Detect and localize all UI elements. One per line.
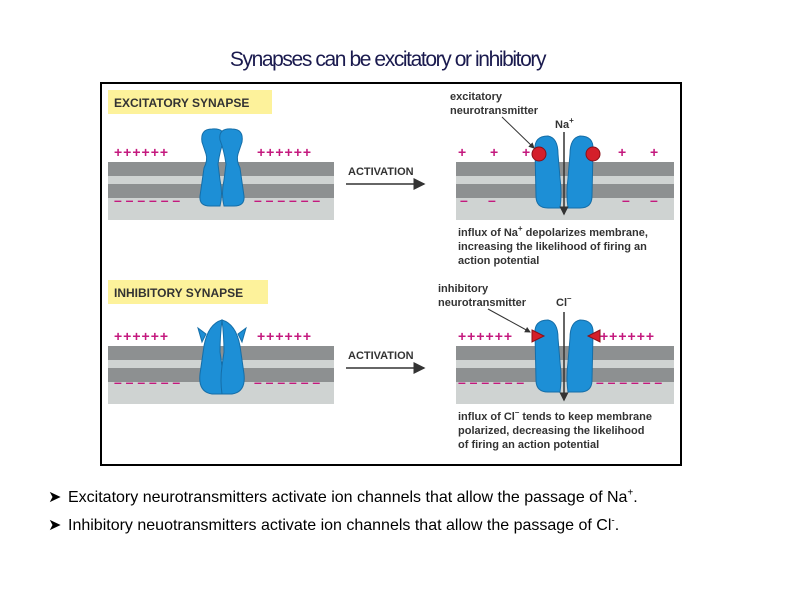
excitatory-nt-label-1: excitatory (450, 91, 503, 103)
bullet-text: Inhibitory neuotransmitters activate ion… (68, 517, 612, 534)
bullet-arrow-icon: ➤ (48, 489, 62, 506)
inhibitory-plus-right: ++++++ (257, 328, 312, 344)
inhibitory-neurotransmitter-right (586, 329, 601, 343)
bullet-end: . (633, 489, 638, 506)
synapse-figure: EXCITATORY SYNAPSE ++++++ ++++++ – – – –… (100, 82, 682, 466)
excitatory-plus-left: ++++++ (114, 144, 169, 160)
inhibitory-channel-open (534, 319, 594, 393)
slide-title: Synapses can be excitatory or inhibitory (229, 48, 547, 71)
excitatory-after-plus-2: + (490, 144, 498, 160)
synapse-diagram: EXCITATORY SYNAPSE ++++++ ++++++ – – – –… (108, 90, 674, 451)
excitatory-after-charges: + + + + + – – – – (458, 144, 658, 208)
inhibitory-after-plus-right: ++++++ (600, 328, 655, 344)
excitatory-activation-label: ACTIVATION (348, 166, 414, 178)
excitatory-header: EXCITATORY SYNAPSE (114, 96, 249, 110)
inhibitory-ion: Cl– (556, 294, 572, 309)
bullet-end: . (614, 517, 620, 534)
excitatory-nt-label-2: neurotransmitter (450, 105, 539, 117)
excitatory-ion: Na+ (555, 116, 574, 131)
excitatory-minus-right: – – – – – – (254, 192, 320, 208)
inhibitory-neurotransmitter-left (531, 329, 546, 343)
bullet-list: ➤ Excitatory neurotransmitters activate i… (48, 484, 788, 540)
inhibitory-nt-pointer (487, 308, 531, 333)
excitatory-neurotransmitter-right (585, 146, 601, 162)
excitatory-note-line-2: increasing the likelihood of firing an (458, 241, 647, 253)
excitatory-after-plus-1: + (458, 144, 466, 160)
inhibitory-note-line-1: influx of Cl– tends to keep membrane (458, 408, 652, 423)
inhibitory-channel-closed (197, 319, 247, 395)
excitatory-header-bg (108, 90, 272, 114)
inhibitory-note-line-2: polarized, decreasing the likelihood (458, 425, 644, 437)
inhibitory-minus-right: – – – – – – (254, 374, 320, 390)
inhibitory-plus-left: ++++++ (114, 328, 169, 344)
excitatory-channel-closed (199, 128, 245, 207)
excitatory-after-plus-3: + (522, 144, 530, 160)
bullet-arrow-icon: ➤ (48, 517, 62, 534)
inhibitory-activation-label: ACTIVATION (348, 350, 414, 362)
bullet-item-sodium: ➤ Excitatory neurotransmitters activate i… (48, 484, 788, 512)
excitatory-after-minus-1: – (460, 192, 468, 208)
excitatory-after-plus-4: + (618, 144, 626, 160)
inhibitory-nt-label-2: neurotransmitter (438, 297, 527, 309)
excitatory-after-plus-5: + (650, 144, 658, 160)
inhibitory-membrane-after (456, 346, 674, 404)
bullet-superscript: + (627, 487, 634, 499)
bullet-text: Excitatory neurotransmitters activate io… (68, 489, 628, 506)
excitatory-after-minus-2: – (488, 192, 496, 208)
excitatory-minus-left: – – – – – – (114, 192, 180, 208)
excitatory-plus-right: ++++++ (257, 144, 312, 160)
bullet-superscript: - (611, 515, 615, 527)
inhibitory-after-plus-left: ++++++ (458, 328, 513, 344)
inhibitory-after-minus-left: – – – – – – (458, 374, 524, 390)
inhibitory-header: INHIBITORY SYNAPSE (114, 286, 243, 300)
excitatory-membrane-after (456, 162, 674, 220)
inhibitory-note-line-3: of firing an action potential (458, 439, 599, 451)
excitatory-nt-pointer (501, 116, 535, 149)
excitatory-note-line-3: action potential (458, 255, 539, 267)
excitatory-neurotransmitter-left (531, 146, 547, 162)
inhibitory-after-minus-right: – – – – – – (596, 374, 662, 390)
bullet-item-chloride: ➤ Inhibitory neuotransmitters activate io… (48, 512, 788, 540)
inhibitory-nt-label-1: inhibitory (438, 283, 489, 295)
inhibitory-minus-left: – – – – – – (114, 374, 180, 390)
excitatory-after-minus-3: – (622, 192, 630, 208)
excitatory-note-line-1: influx of Na+ depolarizes membrane, (458, 224, 648, 239)
inhibitory-header-bg (108, 280, 268, 304)
excitatory-after-minus-4: – (650, 192, 658, 208)
